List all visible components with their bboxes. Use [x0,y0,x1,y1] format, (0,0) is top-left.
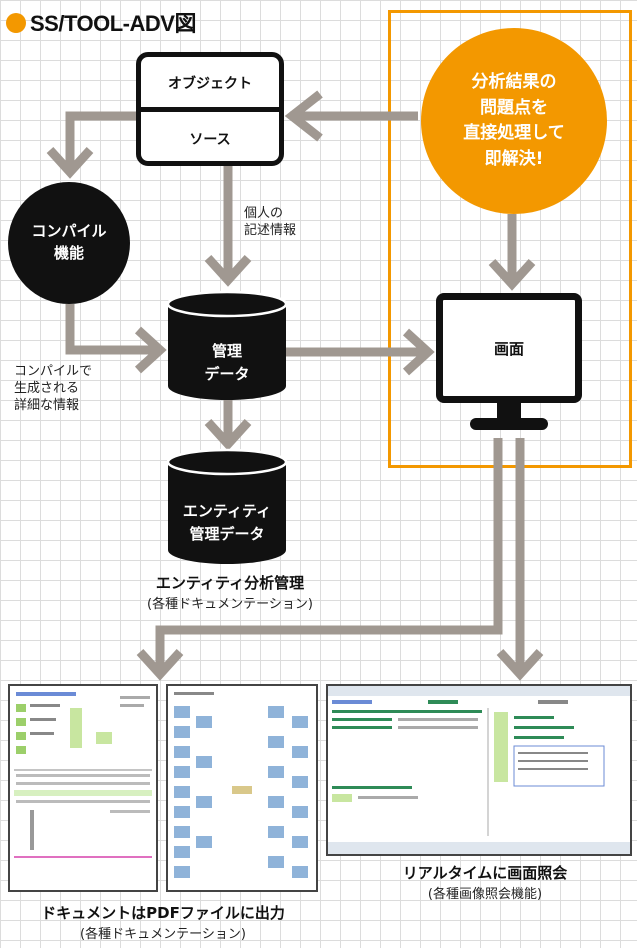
monitor-stand [470,418,548,430]
document-pdf-screenshot-1 [8,684,158,892]
orange-line3: 直接処理して [463,123,565,143]
personal-note-line1: 個人の [244,206,284,221]
orange-line2: 問題点を [480,97,548,118]
realtime-screen-image [328,686,630,854]
compile-line2: 機能 [53,244,84,262]
compile-note-line3: 詳細な情報 [14,397,80,413]
db-main-line1: 管理 [211,342,242,360]
source-label: ソース [189,132,231,148]
screen-label: 画面 [493,339,524,358]
compile-note-line1: コンパイルで [14,364,93,379]
realtime-caption-title: リアルタイムに画面照会 [402,864,568,882]
db-entity-line2: 管理データ [189,524,265,543]
compile-function-circle: コンパイル 機能 [8,182,130,304]
screen-area-frame [388,10,632,468]
arrow-object-to-compile [65,111,136,170]
orange-line1: 分析結果の [471,72,557,92]
realtime-caption-sub: (各種画像照会機能) [427,887,543,902]
compile-line1: コンパイル [31,222,107,241]
entity-data-cylinder [166,448,288,564]
page-title: SS/TOOL-ADV図 [6,6,196,38]
document-page-2-image [174,692,308,878]
compile-info-note: コンパイルで 生成される 詳細な情報 [14,364,92,415]
arrow-compile-to-db [65,304,158,355]
orange-dot-icon [6,13,26,33]
direct-fix-circle: 分析結果の 問題点を 直接処理して 即解決! [421,28,607,214]
title-text: SS/TOOL-ADV図 [30,11,196,36]
object-box-divider [141,107,279,112]
document-pdf-screenshot-2 [166,684,318,892]
db-entity-line1: エンティティ [182,502,272,520]
doc-caption-title: ドキュメントはPDFファイルに出力 [41,904,285,922]
object-label: オブジェクト [168,76,252,92]
db-main-line2: データ [204,364,250,383]
compile-note-line2: 生成される [14,380,80,396]
management-data-cylinder [166,290,288,400]
document-caption: ドキュメントはPDFファイルに出力 (各種ドキュメンテーション) [8,902,318,942]
realtime-caption: リアルタイムに画面照会 (各種画像照会機能) [340,862,630,902]
entity-caption-sub: (各種ドキュメンテーション) [147,597,313,612]
doc-caption-sub: (各種ドキュメンテーション) [80,927,246,942]
monitor-screen: 画面 [436,293,582,403]
entity-caption: エンティティ分析管理 (各種ドキュメンテーション) [110,572,350,612]
monitor-neck [497,403,521,419]
arrow-screen-to-docs [155,438,503,672]
entity-caption-title: エンティティ分析管理 [155,574,305,592]
document-page-1-image [14,692,152,858]
management-data-label: 管理 データ [166,340,288,385]
personal-info-note: 個人の 記述情報 [244,206,296,240]
realtime-screen-screenshot [326,684,632,856]
personal-note-line2: 記述情報 [244,222,297,238]
orange-line4: 即解決! [484,148,544,169]
object-source-box: オブジェクト ソース [136,52,284,166]
entity-data-label: エンティティ 管理データ [166,500,288,545]
